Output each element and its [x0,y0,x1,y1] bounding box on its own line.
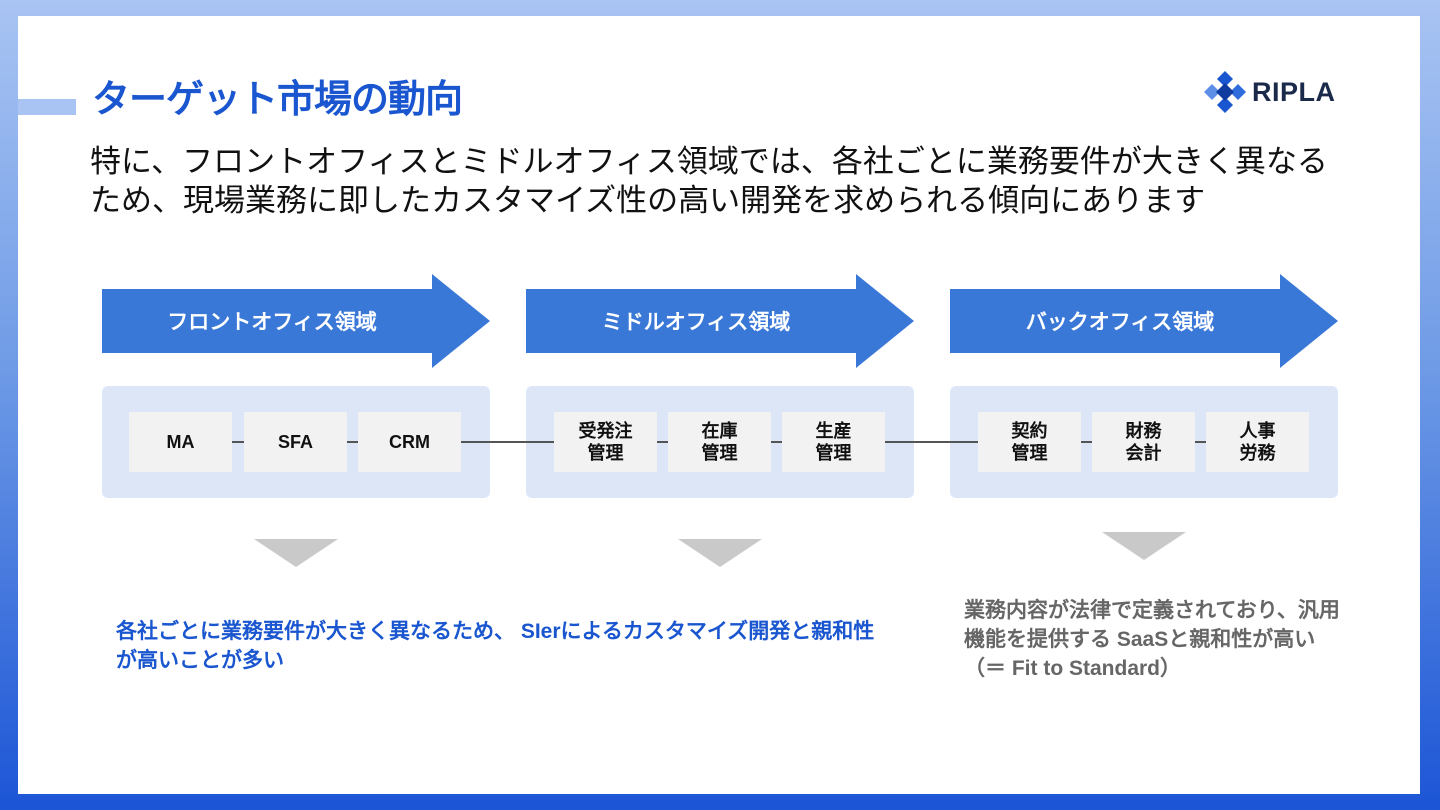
item-contract-management: 契約 管理 [978,412,1081,472]
title-accent-bar [18,99,76,115]
lead-text: 特に、フロントオフィスとミドルオフィス領域では、各社ごとに業務要件が大きく異なる… [90,144,1328,218]
page-title: ターゲット市場の動向 [92,79,463,121]
item-production-management: 生産 管理 [782,412,885,472]
company-logo: RIPLA [1202,69,1342,115]
arrow-middle-office: ミドルオフィス領域 [526,274,914,368]
arrow-back-office: バックオフィス領域 [950,274,1338,368]
arrow-shape [526,274,914,368]
arrow-front-office: フロントオフィス領域 [102,274,490,368]
down-arrow-back [1102,532,1186,560]
item-inventory-management: 在庫 管理 [668,412,771,472]
item-crm: CRM [358,412,461,472]
arrow-label-back-office: バックオフィス領域 [1025,311,1215,334]
down-arrow-front [254,539,338,567]
arrow-shape [950,274,1338,368]
item-ma: MA [129,412,232,472]
ripla-logo-icon [1204,71,1246,113]
note-front-middle: 各社ごとに業務要件が大きく異なるため、 SIerによるカスタマイズ開発と親和性が… [116,620,875,672]
item-sfa: SFA [244,412,347,472]
arrow-shape [102,274,490,368]
item-financial-accounting: 財務 会計 [1092,412,1195,472]
item-hr-labor: 人事 労務 [1206,412,1309,472]
item-order-management: 受発注 管理 [554,412,657,472]
arrow-label-middle-office: ミドルオフィス領域 [601,311,791,334]
arrow-label-front-office: フロントオフィス領域 [167,311,377,334]
note-back-office: 業務内容が法律で定義されており、汎用機能を提供する SaaSと親和性が高い（＝ … [964,599,1340,680]
slide: ターゲット市場の動向 RIPLA 特に、フロントオフィスとミドルオフィス領域では… [18,16,1420,794]
logo-text: RIPLA [1252,76,1336,107]
down-arrow-middle [678,539,762,567]
